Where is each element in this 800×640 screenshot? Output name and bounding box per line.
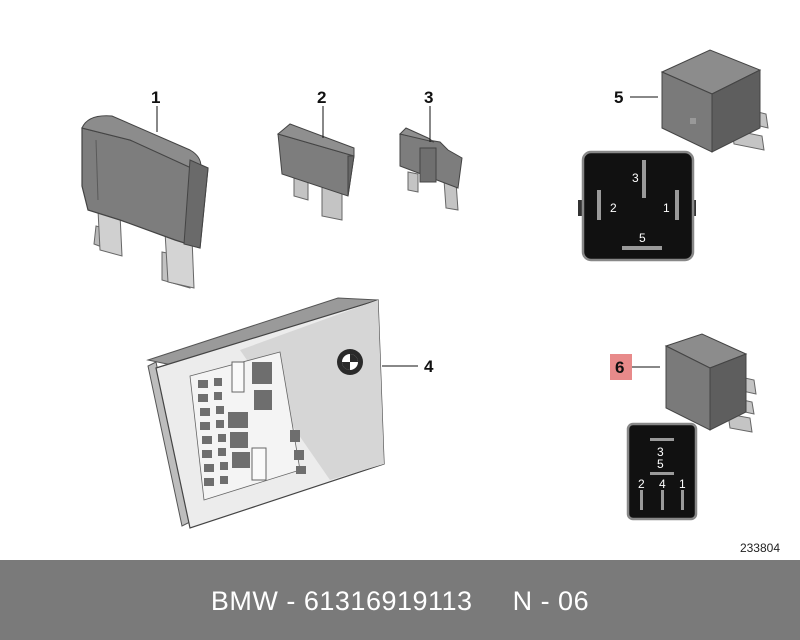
part-5-relay[interactable] xyxy=(660,49,769,153)
relay-6-pin-1: 1 xyxy=(679,477,686,491)
bmw-logo-icon xyxy=(337,349,363,375)
relay-6-pin-5: 5 xyxy=(657,457,664,471)
part-3-mini-fuse[interactable] xyxy=(399,127,463,211)
callout-3[interactable]: 3 xyxy=(424,88,433,107)
part-1-maxi-fuse[interactable] xyxy=(81,115,209,289)
relay-5-pin-2: 2 xyxy=(610,201,617,215)
part-number-caption: BMW - 61316919113 N - 06 xyxy=(210,586,590,616)
callout-6[interactable]: 6 xyxy=(615,358,624,377)
footer-bar: BMW - 61316919113 N - 06 xyxy=(0,560,800,640)
part-2-mini-fuse[interactable] xyxy=(276,123,355,221)
callout-1[interactable]: 1 xyxy=(151,88,160,107)
relay-6-pin-4: 4 xyxy=(659,477,666,491)
callout-5[interactable]: 5 xyxy=(614,88,623,107)
callout-6-highlight xyxy=(610,354,632,380)
callout-2[interactable]: 2 xyxy=(317,88,326,107)
relay-5-pin-diagram: 3 2 1 5 xyxy=(578,150,696,262)
relay-6-pin-3: 3 xyxy=(657,445,664,459)
diagram-id: 233804 xyxy=(739,541,780,555)
callout-4[interactable]: 4 xyxy=(424,357,434,376)
part-4-fuse-card[interactable] xyxy=(146,297,385,529)
relay-6-pin-diagram: 3 5 2 4 1 xyxy=(626,422,698,521)
relay-5-pin-1: 1 xyxy=(663,201,670,215)
relay-6-pin-2: 2 xyxy=(638,477,645,491)
relay-5-pin-3: 3 xyxy=(632,171,639,185)
part-6-micro-relay[interactable] xyxy=(664,333,757,433)
relay-5-pin-5: 5 xyxy=(639,231,646,245)
